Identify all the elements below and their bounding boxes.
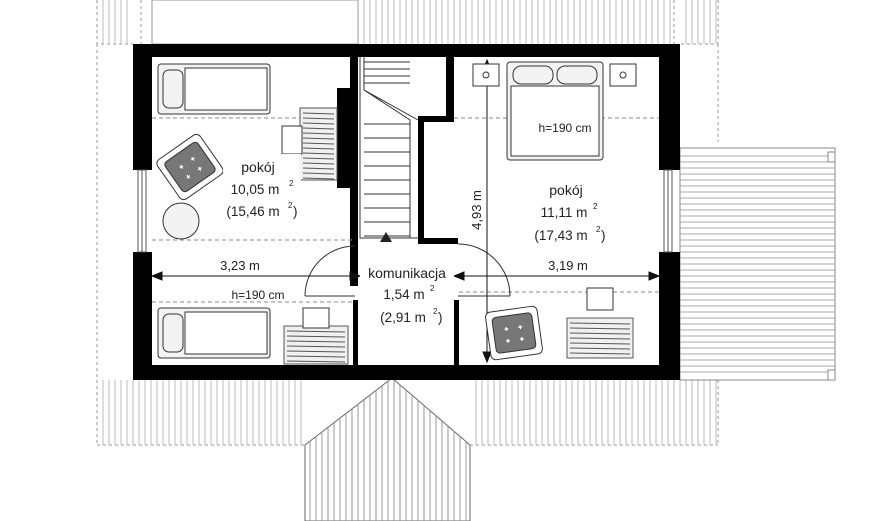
staircase [359,57,419,239]
outer-walls [133,44,680,380]
room-right-label: pokój 11,11 m 2 (17,43 m 2 ) [525,176,609,248]
corridor-name: komunikacja [368,265,446,281]
room-left-floor: (15,46 m [226,204,279,219]
entrance-roof [304,377,471,521]
desk-left-bottom [283,307,349,365]
bed-double-right [506,61,604,161]
height-note-left: h=190 cm [231,288,284,302]
dimension-lines [150,58,661,364]
room-left-floor-close: ) [293,204,298,219]
desk-left-top [281,107,338,181]
window-left [137,169,147,253]
room-right-area-sup: 2 [593,202,598,211]
dimension-right-depth: 4,93 m [469,190,484,230]
room-left-area-sup: 2 [289,179,294,188]
round-table [162,202,200,240]
armchair-left [156,133,224,201]
room-right-area: 11,11 m [541,205,588,220]
corridor-floor: (2,91 m [380,310,426,325]
room-right-floor: (17,43 m [534,228,587,243]
door-arcs [304,243,511,297]
room-right-name: pokój [549,182,582,198]
skylight-top [151,0,359,45]
bed-left-bottom [157,307,271,359]
room-left-area: 10,05 m [231,182,280,197]
nightstands [472,63,637,87]
bed-left-top [157,63,271,115]
room-right-floor-close: ) [601,228,606,243]
room-left-name: pokój [241,159,274,175]
corridor-floor-close: ) [438,310,443,325]
window-right [663,169,673,253]
roof-hatch-bottom [102,380,717,445]
corridor-floor-sup: 2 [433,307,438,316]
room-left-floor-sup: 2 [288,201,293,210]
room-corridor-label: komunikacja 1,54 m 2 (2,91 m 2 ) [360,262,454,330]
stair-arrow [380,232,392,242]
dimension-left-width: 3,23 m [220,258,260,273]
room-left-label: pokój 10,05 m 2 (15,46 m 2 ) [223,154,301,228]
armchair-right [485,305,543,361]
interior-walls [337,57,459,365]
desk-right [566,287,634,359]
corridor-area: 1,54 m [383,287,424,302]
room-right-floor-sup: 2 [596,225,601,234]
terrace-right [679,147,836,381]
roof-hatch-top [102,0,717,44]
corridor-area-sup: 2 [430,284,435,293]
dimension-right-width: 3,19 m [548,258,588,273]
height-note-right: h=190 cm [538,121,591,135]
